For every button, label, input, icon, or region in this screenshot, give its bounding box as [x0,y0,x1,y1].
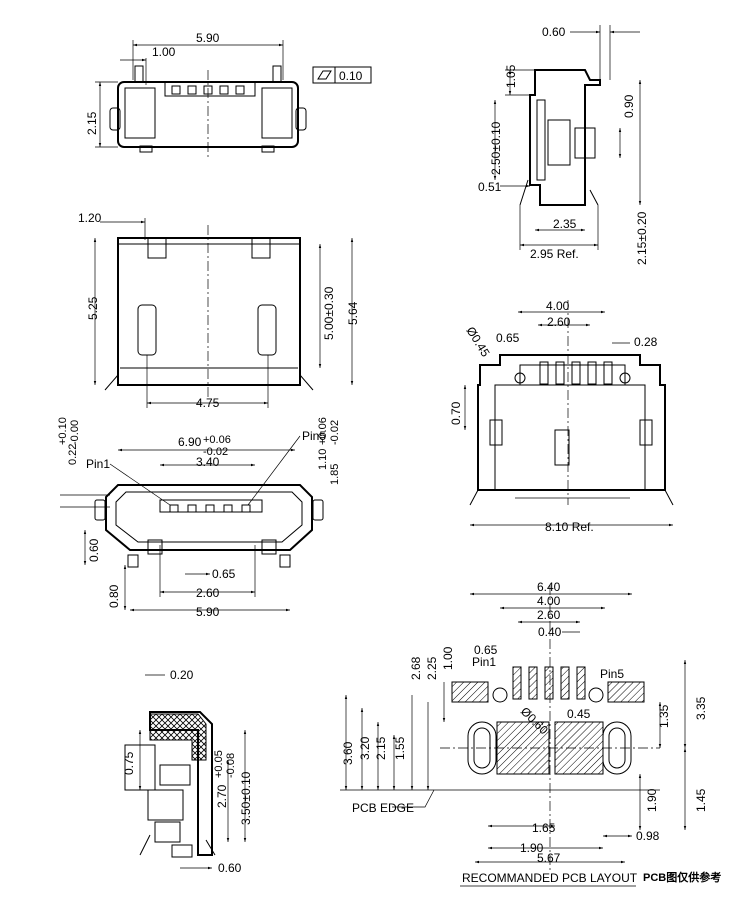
dim-0-90: 0.90 [622,94,636,118]
dim-8-10-ref: 8.10 Ref. [545,520,594,534]
dim-1-85: 1.85 [329,464,341,485]
dim-3-50: 3.50±0.10 [239,771,253,825]
dim-0-65-ev: 0.65 [496,331,520,345]
dim-5-90: 5.90 [196,31,220,45]
front-view: 0.22 +0.10 -0.00 6.90 +0.06 -0.02 3.40 P… [57,417,341,619]
dim-0-65: 0.65 [474,643,498,657]
pin1-label-pcb: Pin1 [472,655,496,669]
pin5-label: Pin5 [302,429,326,443]
dim-0-40: 0.40 [538,625,562,639]
dim-1-10-plus: +0.06 [317,417,329,445]
dim-2-35: 2.35 [553,217,577,231]
dim-2-15-020: 2.15±0.20 [635,211,649,265]
pcb-pad [576,666,586,700]
dim-0-20-sv: 0.20 [170,668,194,682]
pcb-pad [528,666,538,700]
dim-2-50: 2.50±0.10 [489,121,503,175]
dim-2-15: 2.15 [85,111,99,135]
dim-1-05: 1.05 [504,64,518,88]
pcb-edge-label: PCB EDGE [352,801,414,815]
dim-3-40: 3.40 [196,455,220,469]
dim-4-00-ev: 4.00 [546,299,570,313]
dim-2-60-fv: 2.60 [196,586,220,600]
top-view: 5.90 1.00 0.10 2.15 [85,31,372,160]
pcb-pad [560,666,570,700]
flatness-tolerance: 0.10 [339,69,363,83]
dim-4-75: 4.75 [196,396,220,410]
dim-2-70: 2.70 [215,784,229,808]
dim-2-25: 2.25 [425,656,439,680]
dim-0-51: 0.51 [478,180,502,194]
dim-0-28: 0.28 [634,335,658,349]
dim-1-45: 1.45 [694,788,708,812]
dim-5-25: 5.25 [86,296,100,320]
pin5-label-pcb: Pin5 [600,667,624,681]
dim-2-15: 2.15 [374,736,388,760]
dim-1-00: 1.00 [152,45,176,59]
layout-title: RECOMMANDED PCB LAYOUT [462,871,638,885]
dim-3-35: 3.35 [694,696,708,720]
dim-1-10: 1.10 [317,449,329,470]
pcb-pad [607,681,645,703]
dim-0-70: 0.70 [449,401,463,425]
dim-0-60-fv: 0.60 [87,538,101,562]
dim-6-40: 6.40 [537,580,561,594]
dim-hole-045: Ø0.45 [463,324,492,359]
dim-1-55: 1.55 [393,736,407,760]
dim-6-90-plus: +0.06 [203,434,231,446]
dim-0-65-fv: 0.65 [212,567,236,581]
pin1-label: Pin1 [86,457,110,471]
dim-4-00: 4.00 [537,594,561,608]
dim-0-60: 0.60 [542,25,566,39]
dim-1-90-h: 1.90 [520,841,544,855]
bottom-view: 1.20 5.25 5.00±0.30 5.64 4.75 [78,211,360,410]
dim-0-80: 0.80 [107,584,121,608]
dim-2-60-ev: 2.60 [547,315,571,329]
dim-1-65: 1.65 [532,821,556,835]
dim-1-35: 1.35 [657,704,671,728]
dim-0-22-plus: +0.10 [57,417,69,445]
pcb-layout: 6.40 4.00 2.60 0.40 0.65 Pin1 Pin5 Ø0.60… [340,580,721,887]
dim-0-22-minus: -0.00 [69,420,81,445]
dim-2-95-ref: 2.95 Ref. [530,247,579,261]
dim-0-60-sv: 0.60 [218,861,242,875]
dim-5-64: 5.64 [346,301,360,325]
dim-5-90-fv: 5.90 [196,605,220,619]
dim-0-45: 0.45 [567,707,591,721]
dim-2-68: 2.68 [409,656,423,680]
dim-2-70-minus: -0.08 [225,753,237,778]
pcb-pad [512,666,522,700]
section-view: 0.20 0.75 2.70 +0.05 -0.08 3.50±0.10 0.6… [122,668,253,875]
dim-0-22: 0.22 [67,444,79,465]
dim-1-00-pcb: 1.00 [441,646,455,670]
dim-1-20: 1.20 [78,211,102,225]
pcb-pad [496,721,550,775]
dim-5-67: 5.67 [537,851,561,865]
dim-1-10-minus: -0.02 [329,420,341,445]
dim-2-60: 2.60 [537,608,561,622]
end-view: 4.00 2.60 0.65 Ø0.45 0.28 0.70 8.10 Ref. [449,299,674,534]
dim-1-90-v: 1.90 [645,788,659,812]
dim-3-20: 3.20 [358,736,372,760]
pcb-pad [451,681,489,703]
dim-5-00: 5.00±0.30 [322,286,336,340]
dim-3-60: 3.60 [341,741,355,765]
side-view: 0.60 1.05 2.50±0.10 0.90 0.51 2.35 2.95 … [478,25,649,265]
dim-6-90: 6.90 [178,435,202,449]
pcb-pad [544,666,554,700]
dim-2-70-plus: +0.05 [213,750,225,778]
dim-0-98: 0.98 [636,829,660,843]
layout-note-cn: PCB图仅供参考 [643,870,721,884]
dim-0-75: 0.75 [122,751,136,775]
